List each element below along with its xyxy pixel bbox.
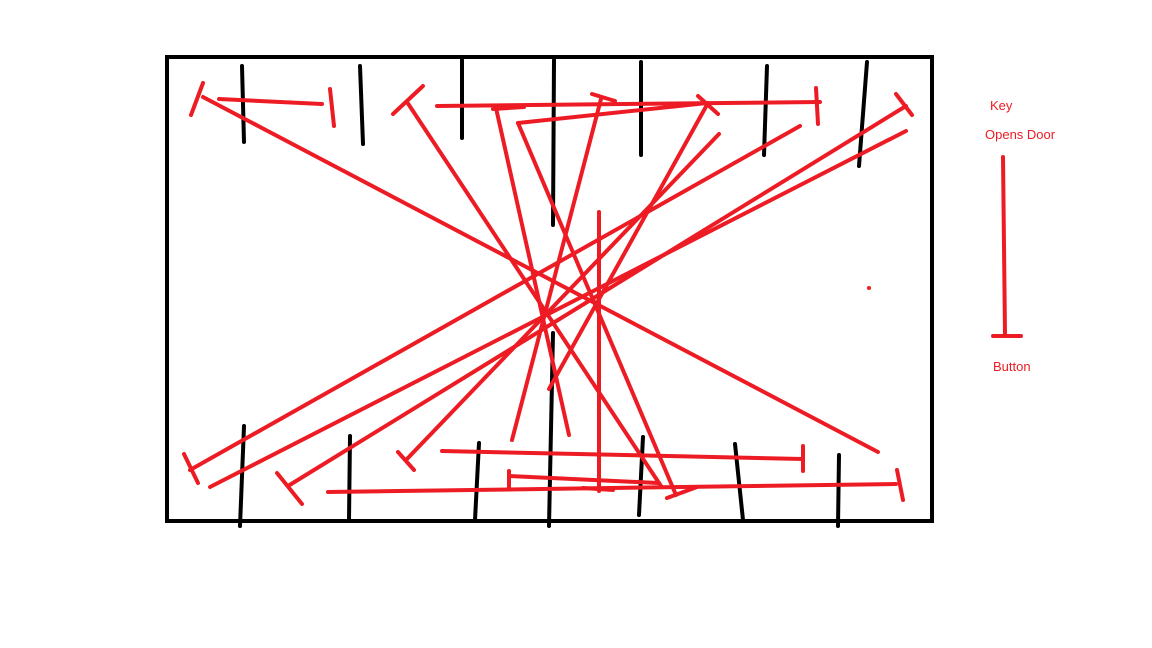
link-13-button-bar [396, 450, 416, 472]
link-4 [405, 100, 663, 488]
key-button-label: Button [993, 359, 1031, 374]
link-9 [547, 101, 710, 391]
link-3-button-bar [814, 86, 820, 126]
key-opens-door-label: Opens Door [985, 127, 1056, 142]
link-17 [326, 482, 898, 494]
bottom-door-3 [473, 441, 481, 522]
link-10-button-bar [182, 452, 200, 485]
link-2-button-bar [328, 87, 336, 128]
top-door-2 [358, 64, 365, 146]
bottom-door-1 [238, 424, 246, 528]
link-12 [208, 129, 908, 489]
key-symbol [991, 155, 1023, 338]
top-door-7 [857, 60, 869, 168]
link-11-button-bar [894, 92, 914, 117]
link-5-button-bar [491, 105, 526, 111]
link-10 [188, 124, 802, 472]
bottom-door-7 [836, 453, 841, 528]
bottom-door-6 [733, 442, 745, 522]
link-4-button-bar [391, 84, 425, 116]
link-18-button-bar [665, 485, 699, 500]
top-door-4 [551, 58, 556, 227]
top-door-6 [762, 64, 769, 157]
link-6 [510, 97, 603, 442]
bottom-door-5 [637, 435, 645, 517]
link-7 [516, 101, 709, 125]
link-1-button-bar [189, 81, 205, 117]
stray-dot [867, 286, 871, 290]
link-15 [440, 449, 805, 461]
link-13 [404, 132, 721, 462]
link-3 [435, 100, 822, 108]
link-16 [507, 474, 660, 485]
link-11b-button-bar [275, 471, 304, 506]
link-9-button-bar [696, 94, 720, 116]
top-door-1 [240, 64, 246, 144]
link-5 [494, 106, 571, 437]
link-2 [217, 97, 324, 106]
key-title: Key [990, 98, 1013, 113]
key-link-line [1001, 155, 1007, 337]
link-17-button-bar [895, 468, 905, 502]
link-6-button-bar [590, 92, 617, 103]
